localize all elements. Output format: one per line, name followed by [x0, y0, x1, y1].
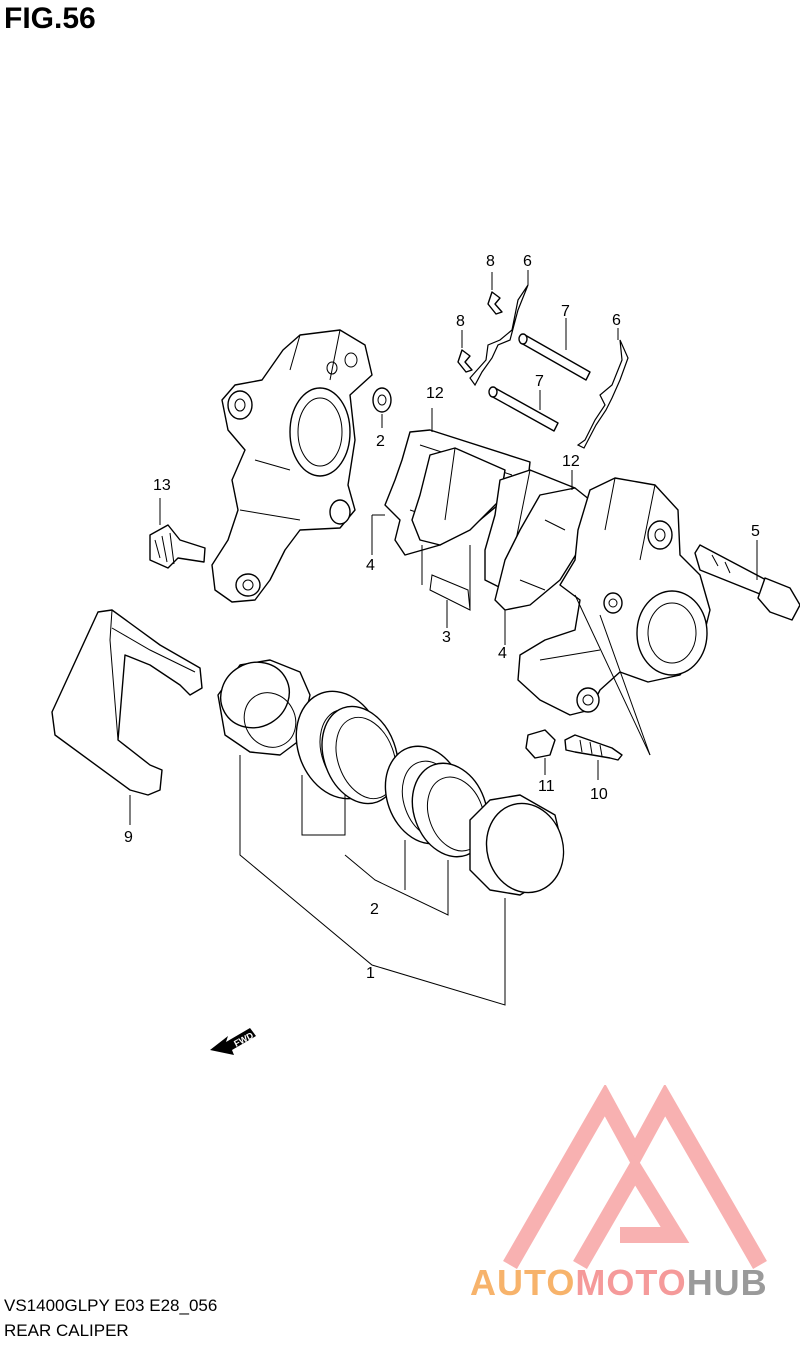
bolt-5	[694, 540, 800, 621]
footer-model-code: VS1400GLPY E03 E28_056	[4, 1296, 218, 1315]
callout-leaders	[371, 514, 506, 645]
piston-right	[469, 794, 565, 896]
callout-8-lower: 8	[456, 313, 465, 330]
callout-1: 1	[366, 965, 375, 982]
pin-7-lower	[488, 386, 559, 432]
watermark-moto: MOTO	[575, 1262, 687, 1303]
kit-leader-lines	[239, 755, 506, 1006]
washer-2-upper	[372, 387, 392, 428]
figure-title: FIG.56	[4, 2, 96, 35]
bleeder-valve-10	[564, 734, 623, 780]
callout-2-seal: 2	[370, 901, 379, 918]
callout-7-upper: 7	[561, 303, 570, 320]
fwd-arrow: FWD	[210, 1028, 256, 1055]
clip-8-lower	[457, 330, 473, 373]
callout-9: 9	[124, 829, 133, 846]
callout-3: 3	[442, 629, 451, 646]
clip-8-upper	[487, 272, 503, 315]
pin-7-upper	[518, 318, 591, 381]
watermark-logo-icon	[503, 1085, 767, 1270]
spring-6-left	[469, 270, 529, 387]
bleeder-cap-11	[525, 729, 556, 775]
callout-12-right: 12	[562, 453, 580, 470]
piston-left	[217, 659, 311, 756]
callout-13: 13	[153, 477, 171, 494]
callout-6-upper: 6	[523, 253, 532, 270]
watermark-hub: HUB	[686, 1262, 768, 1303]
shim-12-right	[494, 470, 591, 611]
callout-2-washer: 2	[376, 433, 385, 450]
piston-seal-left-inner	[321, 705, 399, 805]
callout-11: 11	[538, 778, 555, 795]
spring-6-right	[576, 328, 629, 449]
callout-6-right: 6	[612, 312, 621, 329]
watermark-auto: AUTO	[470, 1262, 576, 1303]
piston-seal-right-inner	[411, 762, 489, 858]
caliper-body	[517, 477, 711, 756]
callout-10: 10	[590, 786, 608, 803]
callout-7-lower: 7	[535, 373, 544, 390]
caliper-bracket	[211, 329, 373, 603]
callout-5: 5	[751, 523, 760, 540]
watermark-text: AUTOMOTOHUB	[470, 1262, 768, 1304]
callout-8-upper: 8	[486, 253, 495, 270]
footer-part-name: REAR CALIPER	[4, 1321, 129, 1340]
callout-4-left: 4	[366, 557, 375, 574]
callout-4-right: 4	[498, 645, 507, 662]
pad-spring-9	[51, 609, 203, 825]
bolt-13	[149, 498, 206, 569]
callout-12-left: 12	[426, 385, 444, 402]
